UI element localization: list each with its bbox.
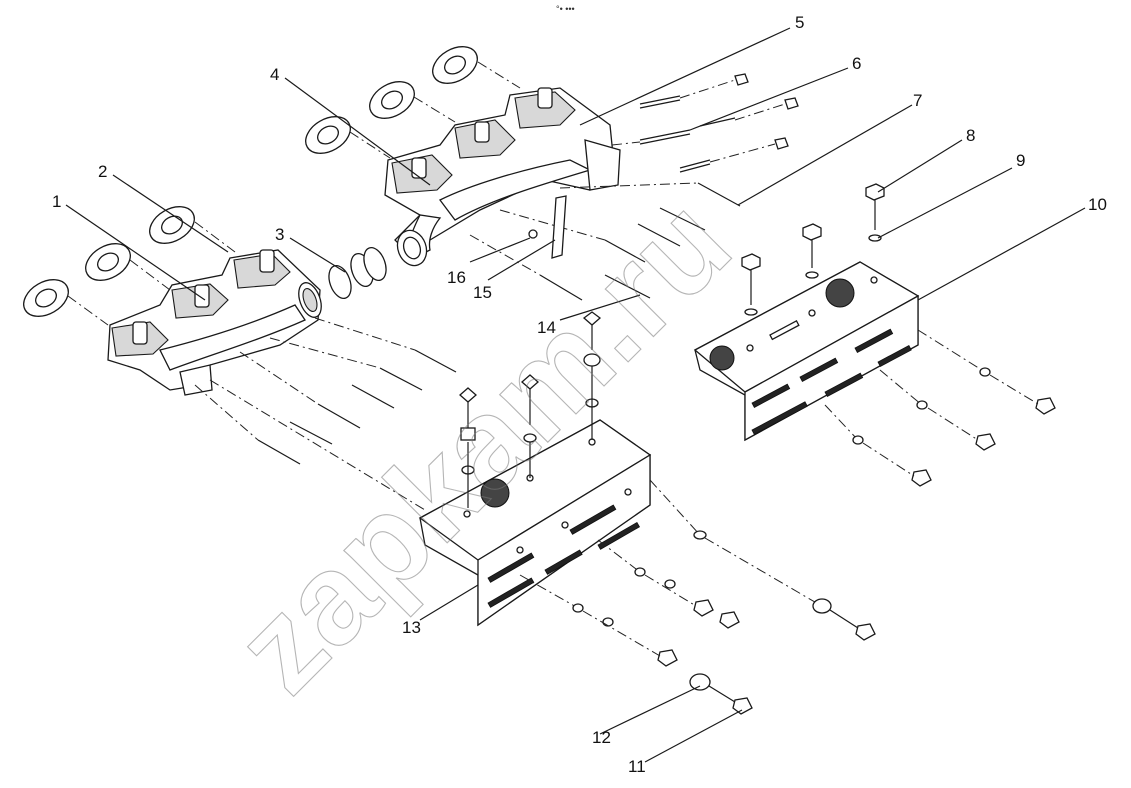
callout-4: 4 <box>270 65 279 84</box>
callout-labels: 1 2 3 4 5 6 7 8 9 10 11 12 13 14 15 16 <box>52 13 1107 776</box>
front-shield-side-bolts <box>519 479 876 715</box>
leader-lines <box>65 27 1086 763</box>
rear-manifold-assembly <box>305 46 1056 487</box>
bracket-15 <box>528 195 567 259</box>
callout-15: 15 <box>473 283 492 302</box>
callout-5: 5 <box>795 13 804 32</box>
rear-long-bolts <box>539 182 741 301</box>
front-gasket-group <box>23 206 195 317</box>
rear-gasket-group <box>305 46 478 154</box>
callout-12: 12 <box>592 728 611 747</box>
watermark-text: zapkam.ru <box>209 171 758 720</box>
front-shield-top-bolts <box>459 311 602 508</box>
front-heat-shield <box>418 419 652 627</box>
callout-1: 1 <box>52 192 61 211</box>
callout-13: 13 <box>402 618 421 637</box>
callout-11: 11 <box>628 757 646 776</box>
callout-7: 7 <box>913 91 922 110</box>
callout-6: 6 <box>852 54 861 73</box>
rear-studs <box>639 73 799 173</box>
callout-14: 14 <box>537 318 556 337</box>
callout-2: 2 <box>98 162 107 181</box>
seal-rings <box>328 247 387 299</box>
callout-10: 10 <box>1088 195 1107 214</box>
callout-9: 9 <box>1016 151 1025 170</box>
front-manifold-assembly <box>23 206 876 715</box>
callout-3: 3 <box>275 225 284 244</box>
header-mark: °• ••• <box>556 4 575 14</box>
rear-shield-side-bolts <box>824 329 1056 487</box>
front-exhaust-manifold <box>107 249 322 396</box>
callout-16: 16 <box>447 268 466 287</box>
callout-8: 8 <box>966 126 975 145</box>
rear-exhaust-manifold <box>384 87 621 267</box>
rear-heat-shield <box>693 261 920 442</box>
rear-shield-top-bolts <box>741 183 885 316</box>
front-long-bolts <box>257 349 457 465</box>
